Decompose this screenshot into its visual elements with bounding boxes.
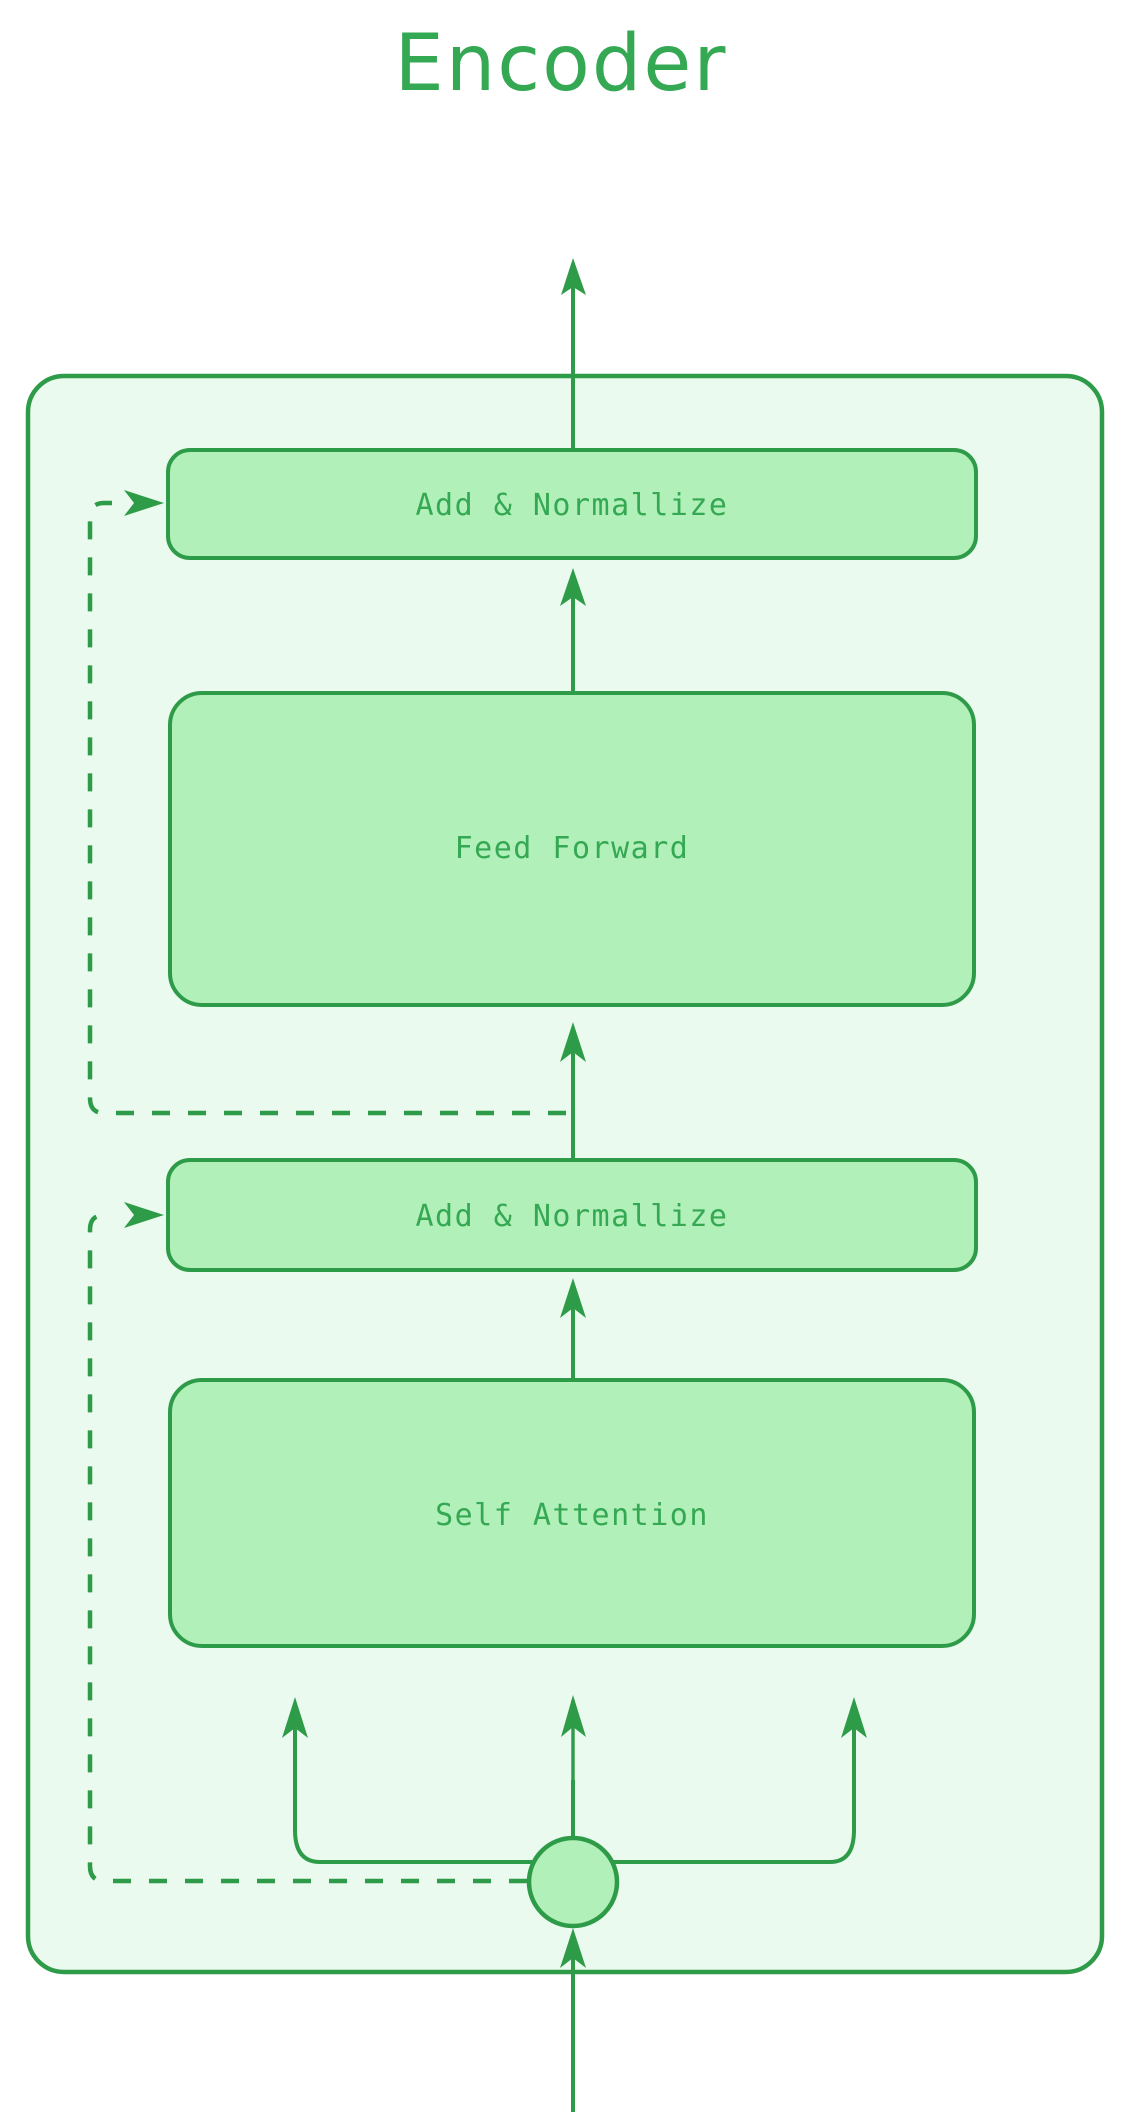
node-self-attention-rect[interactable] [168, 1378, 976, 1648]
node-self-attention[interactable]: Self Attention [168, 1378, 976, 1648]
arrowhead-selfattn-to-addnorm-bottom [560, 1278, 586, 1318]
edge-selfattn-to-addnorm-bottom [560, 1278, 586, 1380]
node-input-junction[interactable] [526, 1835, 620, 1929]
node-self-attention-label: Self Attention [435, 1498, 709, 1533]
arrowhead-residual-top [124, 490, 164, 516]
node-feed-forward-rect[interactable] [168, 691, 976, 1007]
node-add-norm-top-rect[interactable] [166, 448, 978, 560]
arrowhead-input [560, 1928, 586, 1968]
arrowhead-selfattn-in-right [841, 1697, 867, 1738]
edge-residual-bottom-dashed [87, 1202, 527, 1884]
node-add-norm-bottom-rect[interactable] [166, 1158, 978, 1272]
arrowhead-ff-to-addnorm-top [560, 568, 586, 606]
diagram-title: Encoder [395, 19, 728, 109]
arrowhead-output [561, 258, 586, 295]
arrowhead-selfattn-in-left [282, 1697, 308, 1738]
edge-input-arrow [560, 1928, 586, 2112]
node-add-norm-top[interactable]: Add & Normallize [166, 448, 978, 560]
arrowhead-addnorm-bottom-to-ff [560, 1022, 586, 1062]
edge-residual-top-dashed [87, 490, 566, 1116]
node-feed-forward[interactable]: Feed Forward [168, 691, 976, 1007]
node-add-norm-top-label: Add & Normallize [416, 488, 729, 523]
arrowhead-residual-bottom [124, 1202, 164, 1228]
node-add-norm-bottom[interactable]: Add & Normallize [166, 1158, 978, 1272]
edge-ff-to-addnorm-top [560, 568, 586, 694]
node-add-norm-bottom-label: Add & Normallize [416, 1199, 729, 1234]
node-feed-forward-label: Feed Forward [455, 831, 690, 866]
arrowhead-selfattn-in-center [561, 1695, 586, 1737]
